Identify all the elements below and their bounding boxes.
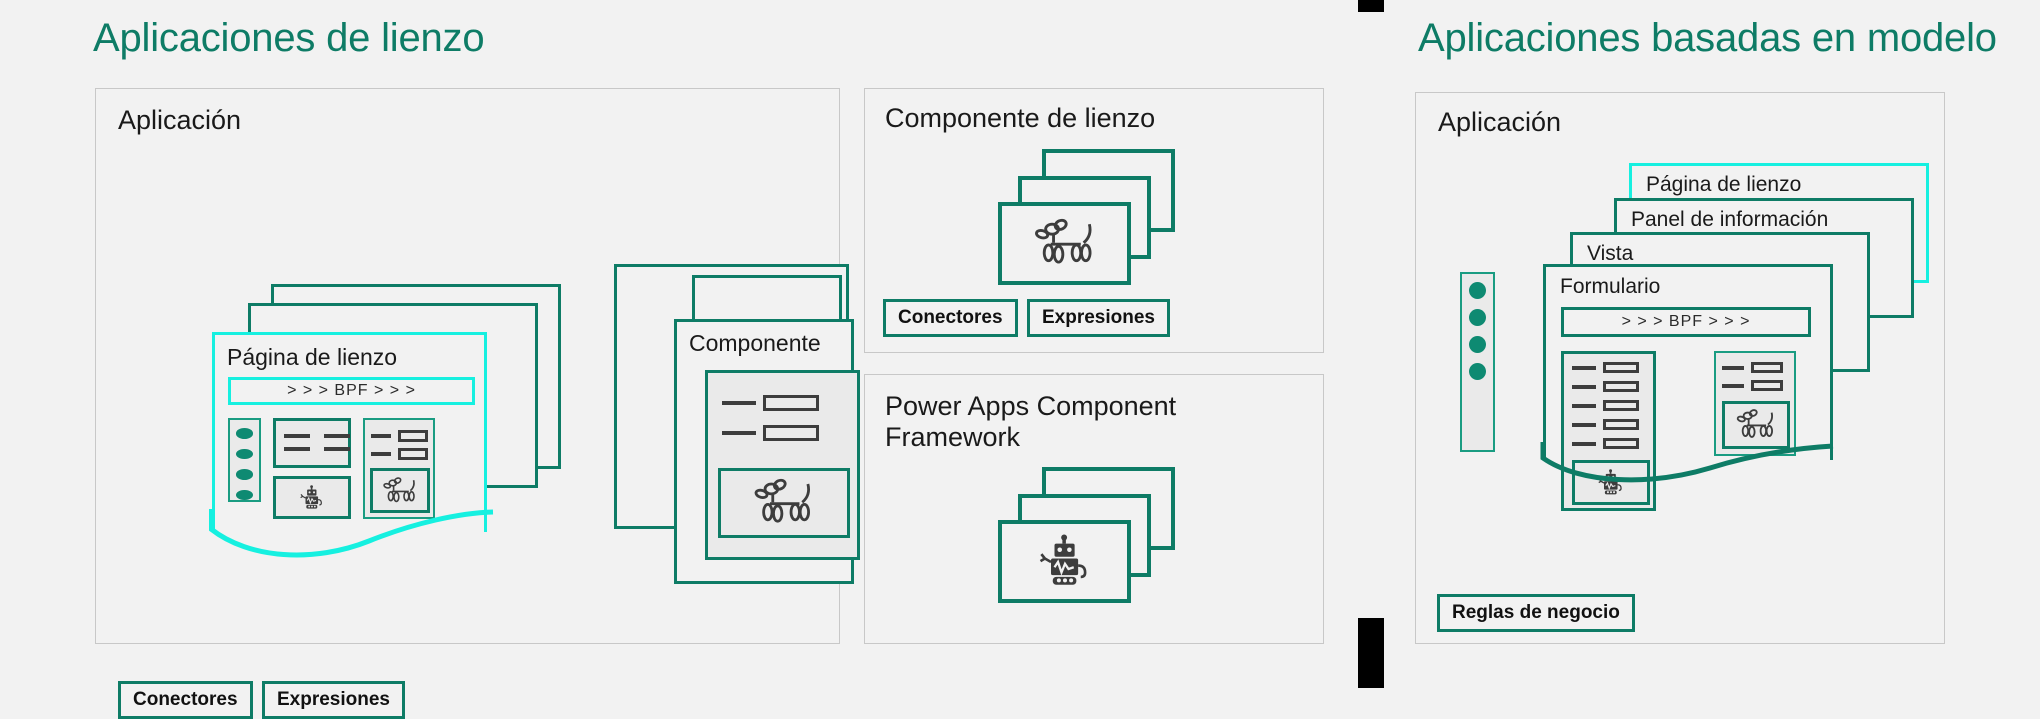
model-canvas-page-label: Página de lienzo bbox=[1646, 173, 1802, 196]
stack-card-front bbox=[998, 202, 1131, 285]
model-form-label: Formulario bbox=[1560, 275, 1661, 298]
model-application-title: Aplicación bbox=[1438, 107, 1562, 137]
robot-icon bbox=[1039, 534, 1086, 585]
canvas-page-nav-rail[interactable] bbox=[228, 418, 261, 502]
canvas-page-pcf-control-widget bbox=[273, 476, 351, 519]
model-form-pcf-control bbox=[1572, 460, 1650, 505]
component-card-body bbox=[705, 370, 860, 560]
stack-card-front bbox=[998, 520, 1131, 603]
canvas-component-title: Componente de lienzo bbox=[885, 103, 1156, 133]
pcf-panel: Power Apps Component Framework bbox=[864, 374, 1324, 644]
model-form-component-preview bbox=[1722, 401, 1790, 449]
pcf-icon-stack bbox=[998, 467, 1188, 607]
balloon-dog-icon bbox=[1034, 218, 1091, 264]
model-view-label: Vista bbox=[1587, 242, 1634, 265]
balloon-dog-icon bbox=[383, 476, 415, 502]
canvas-component-expressions-button[interactable]: Expresiones bbox=[1027, 299, 1170, 337]
nav-dot-icon bbox=[236, 448, 253, 459]
canvas-page-bpf-bar: > > > BPF > > > bbox=[228, 377, 475, 405]
diagram-canvas: Aplicaciones de lienzo Aplicaciones basa… bbox=[93, 0, 1997, 719]
model-app-nav-rail[interactable] bbox=[1460, 272, 1495, 452]
canvas-page-component-widget bbox=[363, 418, 435, 519]
section-title-model-driven-apps: Aplicaciones basadas en modelo bbox=[1418, 16, 1997, 60]
nav-dot-icon bbox=[236, 489, 253, 500]
model-business-rules-button[interactable]: Reglas de negocio bbox=[1437, 594, 1635, 632]
canvas-page-component-preview bbox=[370, 468, 430, 513]
model-form-card[interactable]: Formulario > > > BPF > > > bbox=[1543, 264, 1833, 511]
canvas-app-connectors-button[interactable]: Conectores bbox=[118, 681, 253, 719]
canvas-component-icon-stack bbox=[998, 149, 1188, 289]
nav-dot-icon bbox=[1469, 336, 1486, 353]
canvas-component-connectors-button[interactable]: Conectores bbox=[883, 299, 1018, 337]
canvas-page-lines-widget bbox=[273, 418, 351, 468]
nav-dot-icon bbox=[1469, 282, 1486, 299]
model-form-field-list bbox=[1561, 351, 1656, 511]
section-divider-bottom-marker bbox=[1358, 618, 1384, 688]
balloon-dog-icon bbox=[754, 478, 811, 523]
canvas-application-panel: Aplicación Página de lienzo > > > BPF > … bbox=[95, 88, 860, 719]
nav-dot-icon bbox=[1469, 309, 1486, 326]
model-form-wave-edge bbox=[1540, 442, 1834, 483]
model-dashboard-label: Panel de información bbox=[1631, 208, 1829, 231]
component-card-label: Componente bbox=[689, 330, 821, 356]
nav-dot-icon bbox=[236, 469, 253, 480]
robot-icon bbox=[1598, 468, 1622, 494]
balloon-dog-icon bbox=[1736, 409, 1773, 438]
canvas-app-expressions-button[interactable]: Expresiones bbox=[262, 681, 405, 719]
canvas-page-card[interactable]: Página de lienzo > > > BPF > > > bbox=[212, 332, 487, 532]
component-card[interactable]: Componente bbox=[674, 319, 860, 584]
nav-dot-icon bbox=[1469, 363, 1486, 380]
canvas-application-title: Aplicación bbox=[118, 105, 242, 135]
robot-icon bbox=[300, 484, 322, 509]
model-form-bpf-bar: > > > BPF > > > bbox=[1561, 307, 1811, 337]
canvas-component-panel: Componente de lienzo Conecto bbox=[864, 88, 1324, 353]
section-divider-top-marker bbox=[1358, 0, 1384, 12]
section-title-canvas-apps: Aplicaciones de lienzo bbox=[93, 16, 485, 60]
canvas-page-label: Página de lienzo bbox=[227, 344, 398, 370]
component-card-preview bbox=[718, 468, 850, 538]
nav-dot-icon bbox=[236, 428, 253, 439]
pcf-title: Power Apps Component Framework bbox=[885, 391, 1177, 452]
